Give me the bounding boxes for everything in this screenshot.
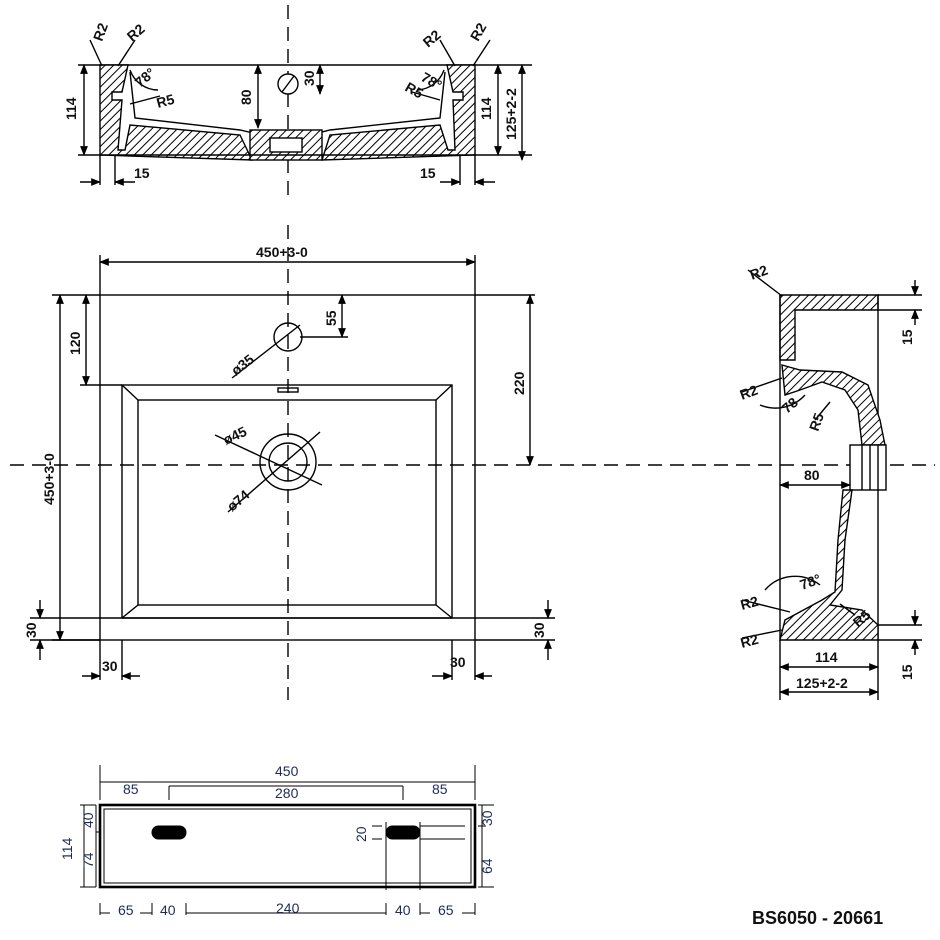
label-r2: R2 [467, 20, 490, 44]
label-angle: 78° [798, 571, 823, 593]
label-r5: R5 [806, 411, 827, 433]
dim-waste-offset: 220 [511, 371, 527, 395]
dim-inner-width: 114 [815, 649, 838, 665]
dim-wall-right: 15 [420, 165, 436, 181]
dim-height: 450+3-0 [41, 453, 57, 505]
label-r2: R2 [739, 631, 761, 651]
dim-width: 450+3-0 [256, 244, 308, 260]
dim-slot-height: 20 [353, 826, 369, 842]
drawing-code: BS6050 - 20661 [752, 908, 883, 928]
dim-bottom-left: 74 [80, 852, 96, 868]
side-section-view [741, 269, 922, 700]
dim-top-thickness: 15 [899, 329, 915, 345]
back-view [80, 765, 494, 915]
dim-slot-span: 280 [275, 785, 299, 801]
dim-tap-from-edge: 55 [323, 310, 339, 326]
plan-view [30, 255, 555, 680]
dim-bottom-d: 40 [395, 902, 411, 918]
dim-tap-offset: 120 [67, 331, 83, 355]
dim-bottom-b: 40 [160, 902, 176, 918]
label-tap-hole: ø35 [228, 351, 257, 379]
label-r2: R2 [124, 20, 148, 44]
dim-right-margin: 85 [432, 781, 448, 797]
label-r2: R2 [90, 21, 111, 43]
dim-top-right: 30 [479, 810, 495, 826]
label-r5: R5 [155, 91, 177, 111]
dim-overall-width: 125+2-2 [796, 675, 848, 691]
label-waste-inner: ø45 [221, 423, 250, 448]
label-angle: 78 [779, 394, 801, 416]
dim-bottom-a: 65 [118, 902, 134, 918]
side-section-labels: R2 R2 78 R5 15 80 78° R2 R2 R5 114 125+2… [738, 262, 915, 691]
centerlines [10, 5, 935, 700]
label-r5: R5 [403, 79, 427, 102]
dim-bottom-thickness: 15 [899, 664, 915, 680]
dim-overall-right: 125+2-2 [503, 88, 519, 140]
plan-view-labels: 450+3-0 450+3-0 120 55 220 ø35 ø45 ø74 3… [23, 244, 547, 674]
dim-left-margin: 85 [123, 781, 139, 797]
dim-height: 114 [59, 837, 75, 860]
dim-depth: 80 [804, 467, 820, 483]
dim-bottom-e: 65 [438, 902, 454, 918]
dim-bowl-depth: 80 [238, 89, 254, 105]
dim-front-left: 30 [23, 622, 39, 638]
dim-side-left: 30 [102, 658, 118, 674]
label-r2: R2 [748, 262, 770, 283]
label-waste-outer: ø74 [224, 486, 253, 514]
dim-front-right: 30 [531, 622, 547, 638]
top-section-view [78, 39, 532, 186]
dim-side-right: 30 [450, 654, 466, 670]
dim-tap-offset: 30 [301, 70, 317, 86]
dim-wall-left: 15 [134, 165, 150, 181]
label-r2: R2 [739, 593, 761, 613]
label-r2: R2 [420, 26, 444, 50]
dim-bottom-right: 64 [479, 858, 495, 874]
dim-top-left: 40 [80, 812, 96, 828]
dim-height-left: 114 [63, 97, 79, 120]
label-r2: R2 [738, 382, 760, 403]
dim-height-right: 114 [478, 97, 494, 120]
back-view-labels: 450 85 280 85 114 40 74 20 30 64 65 40 2… [59, 763, 495, 918]
dim-bottom-c: 240 [276, 900, 300, 916]
dim-total-width: 450 [275, 763, 299, 779]
label-angle: 78° [132, 64, 159, 90]
